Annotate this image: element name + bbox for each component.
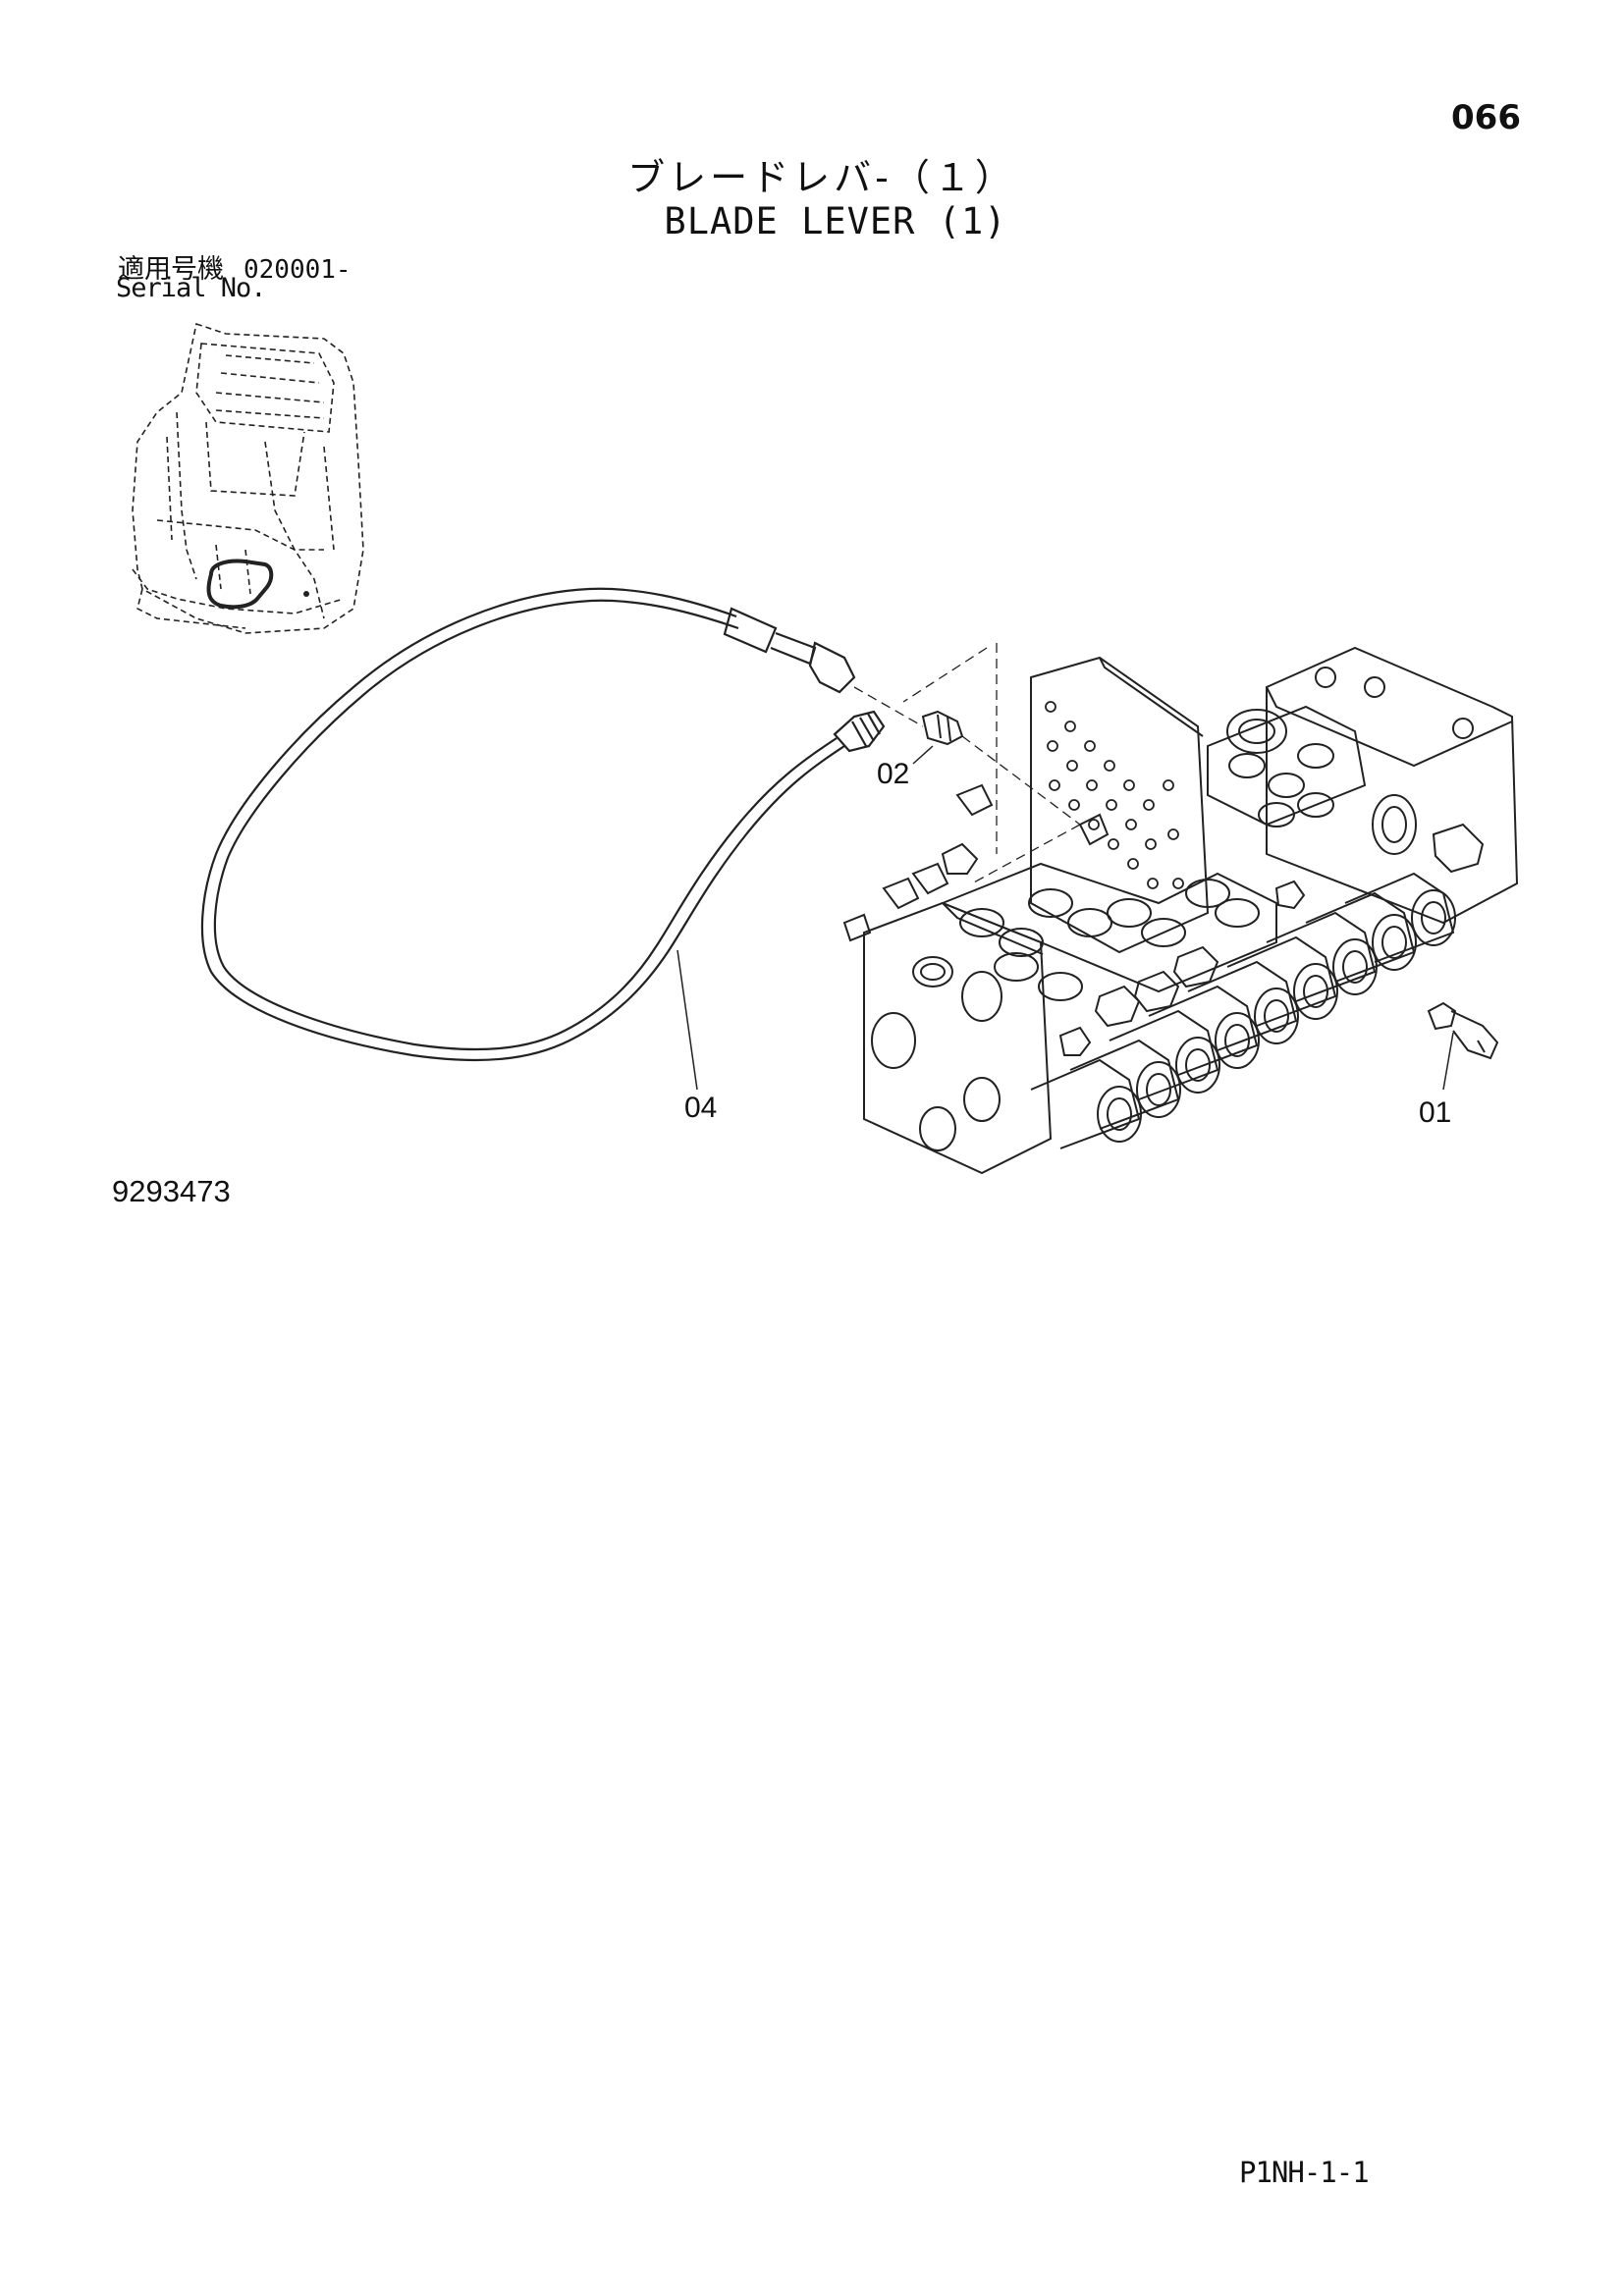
- callout-02[interactable]: 02: [877, 758, 910, 790]
- leader-01: [1442, 1032, 1454, 1091]
- callout-04[interactable]: 04: [684, 1092, 718, 1124]
- highlight-marker: [206, 559, 274, 610]
- serial-label-japanese: 適用号機: [118, 254, 224, 285]
- page-number: 066: [1451, 98, 1521, 137]
- serial-label-english: Serial No.: [116, 273, 267, 303]
- page-title-japanese: ブレードレバ-（１）: [627, 156, 1016, 199]
- control-valve-body: [842, 646, 1519, 1175]
- page-title-english: BLADE LEVER (1): [664, 200, 1007, 242]
- sheet-code: P1NH-1-1: [1239, 2156, 1370, 2189]
- cab-locator-thumbnail: [132, 322, 364, 634]
- leader-02: [912, 745, 934, 765]
- serial-applicability: 適用号機 020001-: [118, 247, 352, 286]
- serial-number: 020001-: [244, 255, 352, 285]
- leader-04: [677, 949, 698, 1091]
- part-02-fitting: [921, 710, 964, 746]
- part-01-switch: [1427, 1001, 1499, 1060]
- callout-01[interactable]: 01: [1419, 1096, 1452, 1129]
- hose-line: [200, 587, 886, 1062]
- drawing-number: 9293473: [112, 1174, 231, 1208]
